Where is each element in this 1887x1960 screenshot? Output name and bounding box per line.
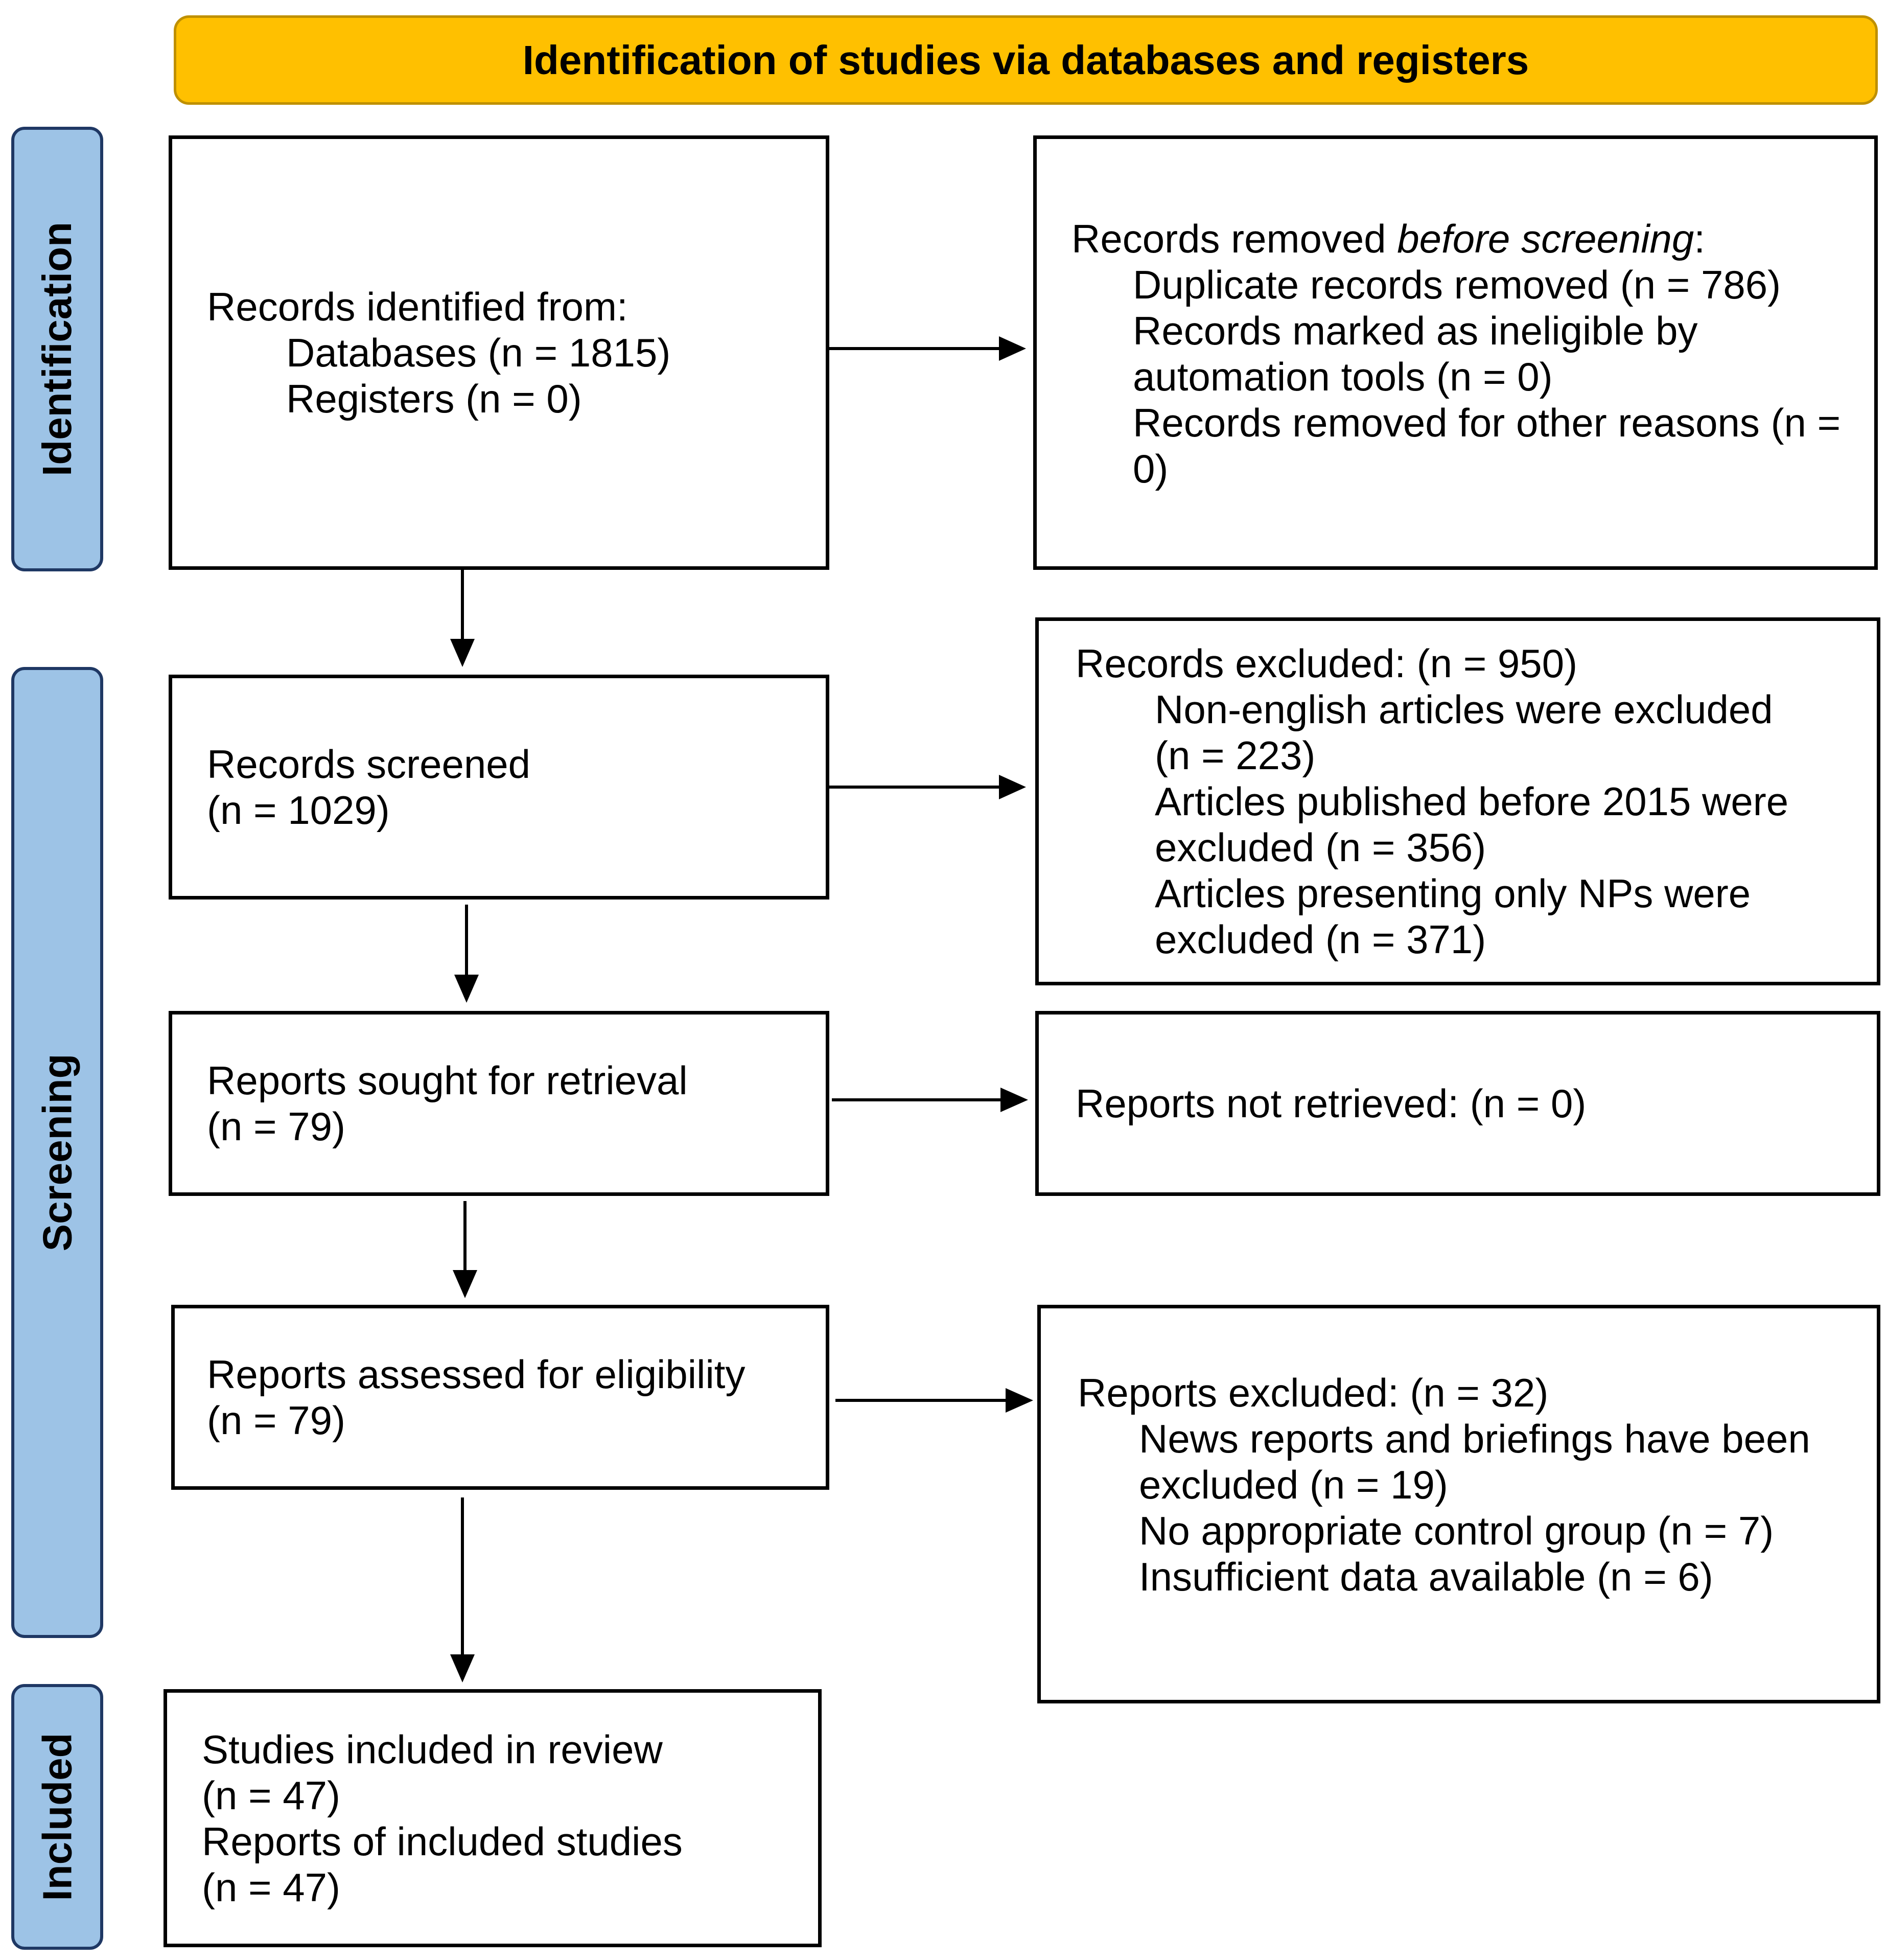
- reports-included-count: (n = 47): [202, 1864, 340, 1910]
- studies-included-box: Studies included in review (n = 47) Repo…: [164, 1689, 822, 1947]
- arrow-to-records-removed: [829, 336, 1026, 361]
- reports-excluded-control: No appropriate control group (n = 7): [1139, 1508, 1774, 1553]
- reports-excluded-news: News reports and briefings have been exc…: [1139, 1416, 1810, 1507]
- diagram-header: Identification of studies via databases …: [174, 15, 1878, 105]
- arrow-to-reports-sought: [454, 905, 479, 1003]
- reports-sought-count: (n = 79): [207, 1104, 345, 1149]
- records-identified-title: Records identified from:: [207, 284, 628, 329]
- arrow-to-studies-included: [450, 1497, 475, 1682]
- arrow-to-reports-excluded: [835, 1388, 1033, 1413]
- phase-identification: Identification: [11, 127, 103, 571]
- records-screened-box: Records screened (n = 1029): [169, 675, 829, 900]
- reports-excluded-box: Reports excluded: (n = 32) News reports …: [1037, 1305, 1880, 1703]
- header-title: Identification of studies via databases …: [522, 37, 1529, 83]
- records-excluded-non-english: Non-english articles were excluded (n = …: [1155, 687, 1773, 778]
- records-screened-count: (n = 1029): [207, 788, 390, 833]
- records-removed-box: Records removed before screening: Duplic…: [1033, 135, 1878, 570]
- reports-excluded-data: Insufficient data available (n = 6): [1139, 1554, 1713, 1599]
- arrow-to-records-screened: [450, 570, 475, 667]
- records-excluded-only-nps: Articles presenting only NPs were exclud…: [1155, 871, 1751, 962]
- reports-sought-box: Reports sought for retrieval (n = 79): [169, 1011, 829, 1196]
- records-excluded-title: Records excluded: (n = 950): [1076, 641, 1578, 686]
- records-screened-title: Records screened: [207, 742, 530, 787]
- records-identified-registers: Registers (n = 0): [286, 376, 582, 421]
- records-excluded-box: Records excluded: (n = 950) Non-english …: [1035, 617, 1880, 985]
- arrow-to-reports-assessed: [453, 1201, 477, 1298]
- records-removed-title: Records removed before screening:: [1071, 216, 1705, 261]
- arrow-to-records-excluded: [829, 775, 1026, 799]
- records-identified-databases: Databases (n = 1815): [286, 330, 671, 375]
- arrow-to-reports-not-retrieved: [832, 1088, 1028, 1112]
- reports-assessed-title: Reports assessed for eligibility: [207, 1352, 746, 1397]
- phase-screening: Screening: [11, 667, 103, 1638]
- reports-not-retrieved-box: Reports not retrieved: (n = 0): [1035, 1011, 1880, 1196]
- reports-assessed-count: (n = 79): [207, 1398, 345, 1443]
- reports-sought-title: Reports sought for retrieval: [207, 1058, 688, 1103]
- reports-assessed-box: Reports assessed for eligibility (n = 79…: [171, 1305, 829, 1490]
- studies-included-title: Studies included in review: [202, 1726, 663, 1772]
- studies-included-count: (n = 47): [202, 1772, 340, 1818]
- records-removed-other: Records removed for other reasons (n = 0…: [1133, 400, 1841, 491]
- records-removed-duplicates: Duplicate records removed (n = 786): [1133, 262, 1781, 307]
- records-removed-ineligible: Records marked as ineligible by automati…: [1133, 308, 1698, 399]
- records-identified-box: Records identified from: Databases (n = …: [169, 135, 829, 570]
- records-excluded-before-2015: Articles published before 2015 were excl…: [1155, 779, 1789, 870]
- phase-included: Included: [11, 1684, 103, 1950]
- reports-included-title: Reports of included studies: [202, 1818, 683, 1864]
- reports-not-retrieved-title: Reports not retrieved: (n = 0): [1076, 1081, 1587, 1126]
- reports-excluded-title: Reports excluded: (n = 32): [1078, 1370, 1549, 1415]
